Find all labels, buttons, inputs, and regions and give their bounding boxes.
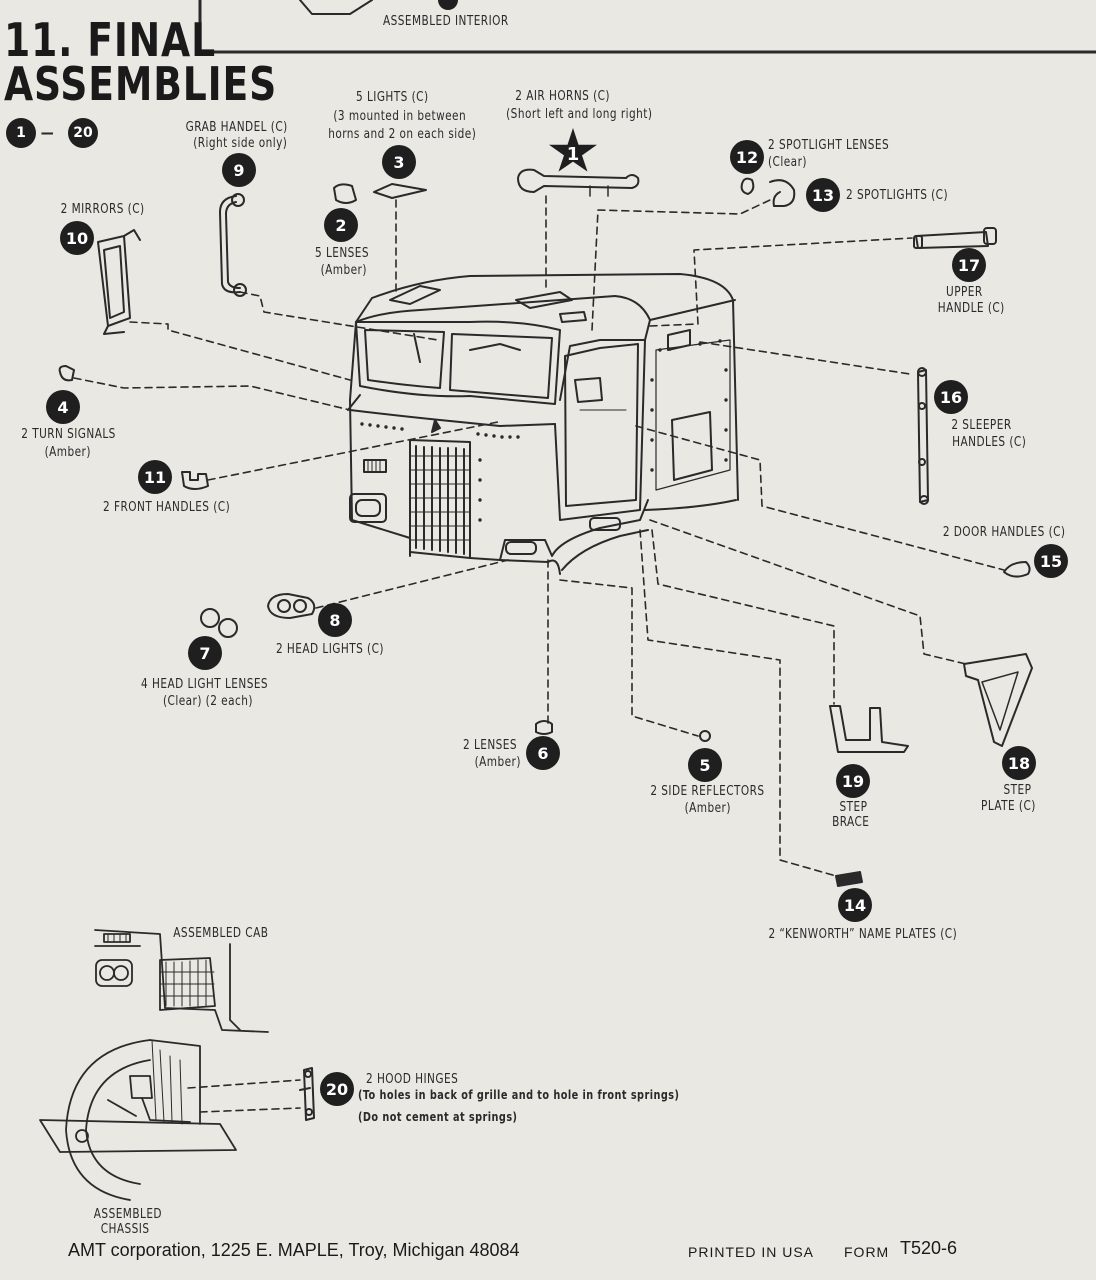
part-12-name: 2 SPOTLIGHT LENSES: [768, 138, 890, 153]
assembled-cab-label: ASSEMBLED CAB: [173, 926, 269, 941]
part-10-name: 2 MIRRORS (C): [60, 202, 145, 217]
part-9-badge: 9: [222, 153, 256, 187]
step-range-start-badge: 1: [6, 118, 36, 148]
part-13-badge: 13: [806, 178, 840, 212]
part-17-name: UPPER: [946, 285, 983, 300]
part-15-badge: 15: [1034, 544, 1068, 578]
part-3-name: 5 LIGHTS (C): [356, 90, 429, 105]
part-17-name2: HANDLE (C): [937, 301, 1005, 316]
part-side-reflector: [699, 730, 711, 742]
part-5-note: (Amber): [684, 801, 731, 816]
part-14-badge: 14: [838, 888, 872, 922]
part-lens-2: [333, 183, 357, 204]
interior-part-sketch: [299, 0, 373, 15]
part-15-name: 2 DOOR HANDLES (C): [942, 525, 1066, 540]
form-label: FORM: [844, 1244, 890, 1260]
part-6-note: (Amber): [474, 755, 521, 770]
part-hood-hinge: [303, 1067, 315, 1121]
part-12-badge: 12: [730, 140, 764, 174]
assembled-cab-detail: [94, 929, 269, 1033]
part-step-plate: [963, 653, 1033, 747]
part-11-name: 2 FRONT HANDLES (C): [103, 500, 231, 515]
part-7-badge: 7: [188, 636, 222, 670]
step-range-dash: —: [40, 123, 55, 142]
part-14-name: 2 “KENWORTH” NAME PLATES (C): [768, 927, 958, 942]
assembled-interior-label: ASSEMBLED INTERIOR: [382, 14, 509, 29]
part-12-note: (Clear): [768, 155, 807, 170]
part-20-note2: (Do not cement at springs): [358, 1110, 518, 1124]
part-6-badge: 6: [526, 736, 560, 770]
part-8-name: 2 HEAD LIGHTS (C): [275, 642, 384, 657]
part-turn-signal: [58, 365, 75, 382]
part-16-name2: HANDLES (C): [952, 435, 1027, 450]
assembled-chassis-label-line2: CHASSIS: [100, 1222, 150, 1237]
part-8-badge: 8: [318, 603, 352, 637]
part-1-name: 2 AIR HORNS (C): [515, 89, 610, 104]
part-10-badge: 10: [60, 221, 94, 255]
company-address: AMT corporation, 1225 E. MAPLE, Troy, Mi…: [68, 1240, 520, 1260]
part-9-name: GRAB HANDEL (C): [185, 120, 288, 135]
part-7-note: (Clear) (2 each): [162, 694, 253, 709]
part-18-badge: 18: [1002, 746, 1036, 780]
part-4-badge: 4: [46, 390, 80, 424]
part-upper-handle: [915, 231, 989, 249]
part-13-name: 2 SPOTLIGHTS (C): [846, 188, 949, 203]
part-name-plate: [835, 871, 863, 887]
part-20-badge: 20: [320, 1072, 354, 1106]
part-19-name2: BRACE: [832, 815, 870, 830]
assembled-chassis-label-line1: ASSEMBLED: [93, 1207, 162, 1222]
part-19-badge: 19: [836, 764, 870, 798]
part-4-note: (Amber): [44, 445, 91, 460]
part-3-note1: (3 mounted in between: [333, 109, 467, 124]
part-lens-6: [535, 720, 553, 735]
part-9-note: (Right side only): [193, 136, 288, 151]
part-light-3: [373, 183, 427, 199]
printed-in-usa: PRINTED IN USA: [688, 1244, 815, 1260]
part-step-brace: [829, 705, 909, 753]
cab-body: [347, 273, 739, 575]
part-6-name: 2 LENSES: [463, 738, 518, 753]
section-title-line2: ASSEMBLIES: [4, 57, 278, 111]
part-18-name2: PLATE (C): [981, 799, 1036, 814]
part-front-handle: [181, 471, 209, 490]
part-20-name: 2 HOOD HINGES: [366, 1072, 459, 1087]
part-2-note: (Amber): [320, 263, 367, 278]
assembled-chassis-detail: [39, 1039, 237, 1201]
part-3-badge: 3: [382, 145, 416, 179]
part-16-name: 2 SLEEPER: [951, 418, 1012, 433]
part-5-badge: 5: [688, 748, 722, 782]
part-4-name: 2 TURN SIGNALS: [21, 427, 116, 442]
part-spotlight-lens: [740, 177, 755, 195]
part-18-name: STEP: [1003, 783, 1032, 798]
part-head-light: [267, 593, 316, 619]
part-mirror: [97, 235, 131, 327]
part-7-name: 4 HEAD LIGHT LENSES: [141, 677, 269, 692]
form-number: T520-6: [900, 1238, 958, 1258]
part-sleeper-handle: [917, 369, 929, 503]
part-spotlight: [769, 179, 796, 207]
part-1-note: (Short left and long right): [506, 107, 653, 122]
part-17-badge: 17: [952, 248, 986, 282]
part-2-badge: 2: [324, 208, 358, 242]
part-3-note2: horns and 2 on each side): [328, 127, 477, 142]
part-5-name: 2 SIDE REFLECTORS: [650, 784, 765, 799]
part-air-horn: [517, 168, 640, 193]
part-16-badge: 16: [934, 380, 968, 414]
part-19-name: STEP: [839, 800, 868, 815]
step-range-end-badge: 20: [68, 118, 98, 148]
interior-number-stub: [438, 0, 458, 10]
section-title-line1: 11. FINAL: [4, 13, 216, 67]
part-head-light-lens-a: [200, 608, 220, 628]
part-20-note1: (To holes in back of grille and to hole …: [358, 1088, 680, 1102]
part-head-light-lens-b: [218, 618, 238, 638]
part-11-badge: 11: [138, 460, 172, 494]
part-2-name: 5 LENSES: [315, 246, 370, 261]
top-box-border: [198, 0, 1096, 54]
part-door-handle: [1003, 561, 1031, 578]
part-grab-handle: [219, 195, 241, 294]
